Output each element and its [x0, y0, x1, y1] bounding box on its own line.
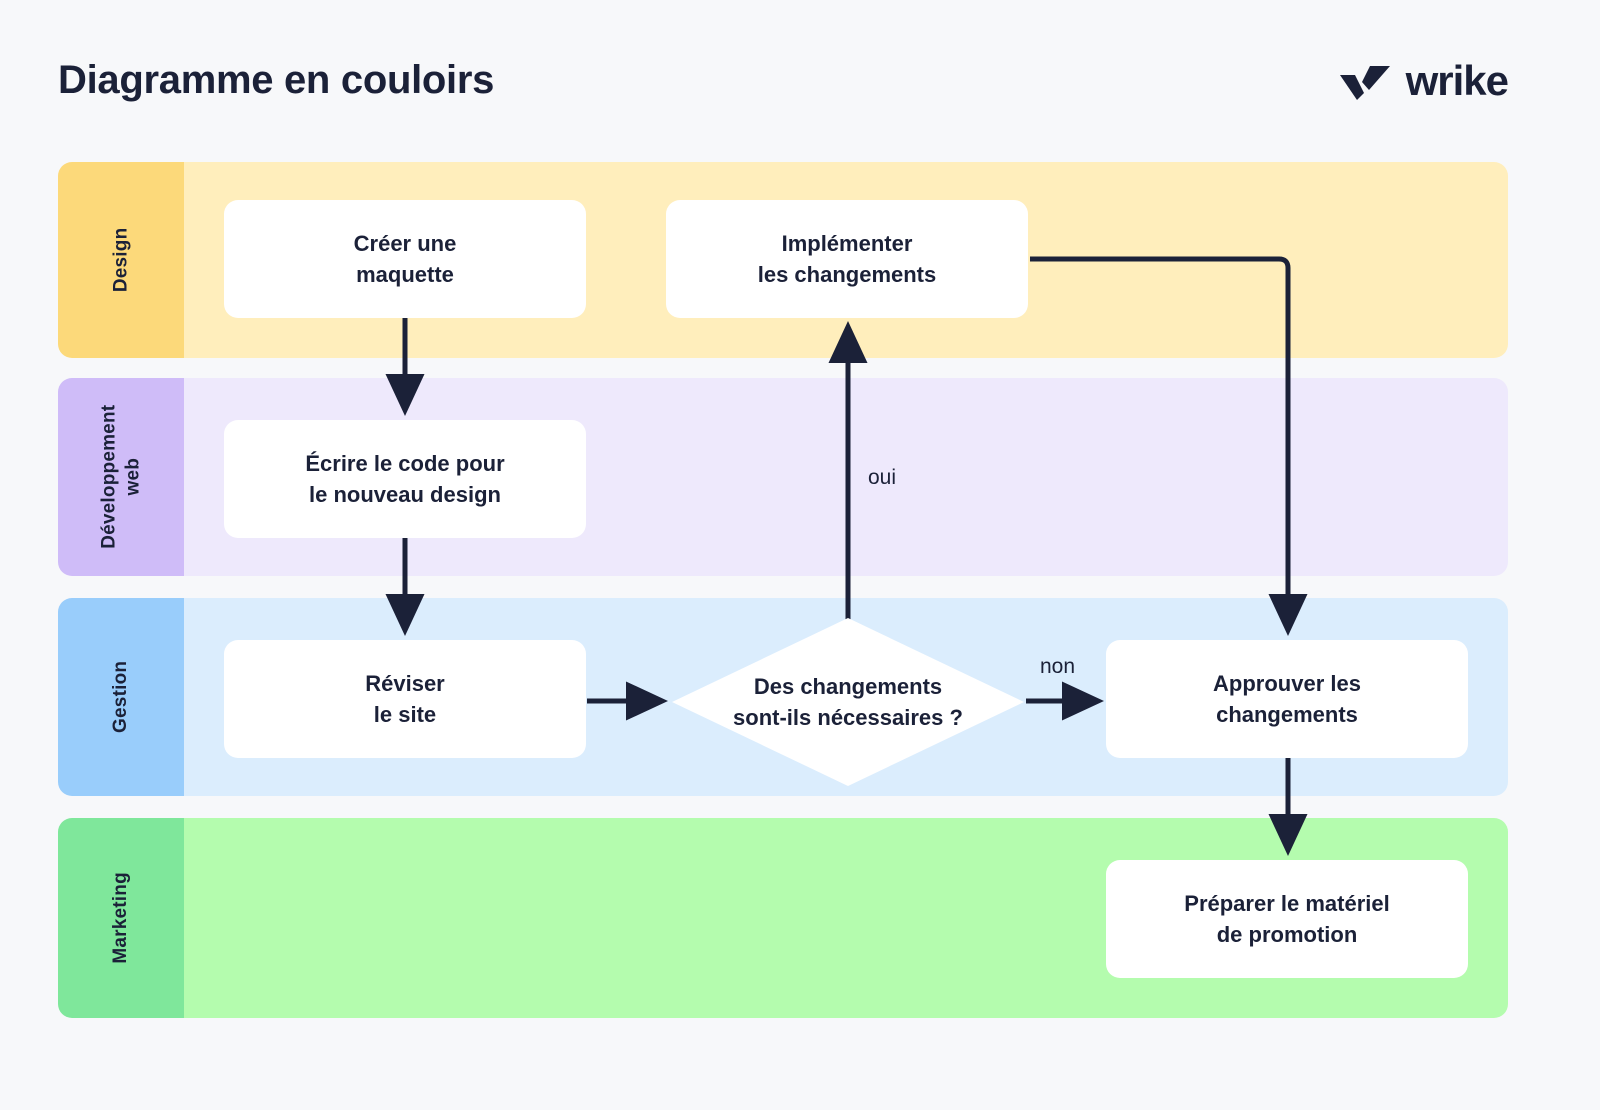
node-approve-changes-line-1: Approuver les: [1213, 670, 1361, 696]
edge-label-oui: oui: [868, 466, 897, 489]
node-prepare-promo-line-1: Préparer le matériel: [1184, 890, 1390, 916]
node-create-mockup-line-2: maquette: [356, 262, 454, 287]
page-title: Diagramme en couloirs: [58, 58, 495, 102]
lane-marketing-header: Marketing: [58, 818, 184, 1018]
node-review-site-line-1: Réviser: [365, 670, 445, 696]
node-approve-changes[interactable]: Approuver les changements: [1106, 640, 1468, 758]
node-review-site[interactable]: Réviser le site: [224, 640, 586, 758]
node-write-code[interactable]: Écrire le code pour le nouveau design: [224, 420, 586, 538]
node-decision-changes-needed[interactable]: Des changements sont-ils nécessaires ?: [672, 618, 1024, 786]
lane-management-header: Gestion: [58, 598, 184, 796]
lane-design-label: Design: [110, 227, 132, 293]
lane-development-label: Développement web: [98, 404, 143, 550]
wrike-logo: wrike: [1338, 57, 1509, 104]
node-create-mockup-line-1: Créer une: [353, 230, 457, 256]
node-write-code-line-1: Écrire le code pour: [305, 450, 505, 476]
node-prepare-promo-line-2: de promotion: [1216, 922, 1358, 947]
lane-design-header: Design: [58, 162, 184, 358]
lane-marketing-label: Marketing: [110, 872, 132, 964]
node-decision-line-2: sont-ils nécessaires ?: [733, 705, 963, 730]
lane-management-label: Gestion: [110, 660, 132, 734]
wrike-checkmark-icon: [1339, 66, 1390, 100]
node-implement-changes[interactable]: Implémenter les changements: [666, 200, 1028, 318]
node-decision-line-1: Des changements: [753, 673, 943, 699]
node-prepare-promo-material[interactable]: Préparer le matériel de promotion: [1106, 860, 1468, 978]
node-approve-changes-line-2: changements: [1216, 702, 1358, 727]
node-implement-changes-line-1: Implémenter: [781, 230, 913, 256]
node-implement-changes-line-2: les changements: [757, 262, 937, 287]
wrike-wordmark: wrike: [1405, 57, 1509, 104]
edge-label-non: non: [1040, 655, 1076, 678]
lane-development-header: Développement web: [58, 378, 184, 576]
node-write-code-line-2: le nouveau design: [309, 482, 501, 507]
node-create-mockup[interactable]: Créer une maquette: [224, 200, 586, 318]
decision-diamond-label: Des changements sont-ils nécessaires ?: [672, 618, 1024, 786]
node-review-site-line-2: le site: [373, 702, 437, 727]
